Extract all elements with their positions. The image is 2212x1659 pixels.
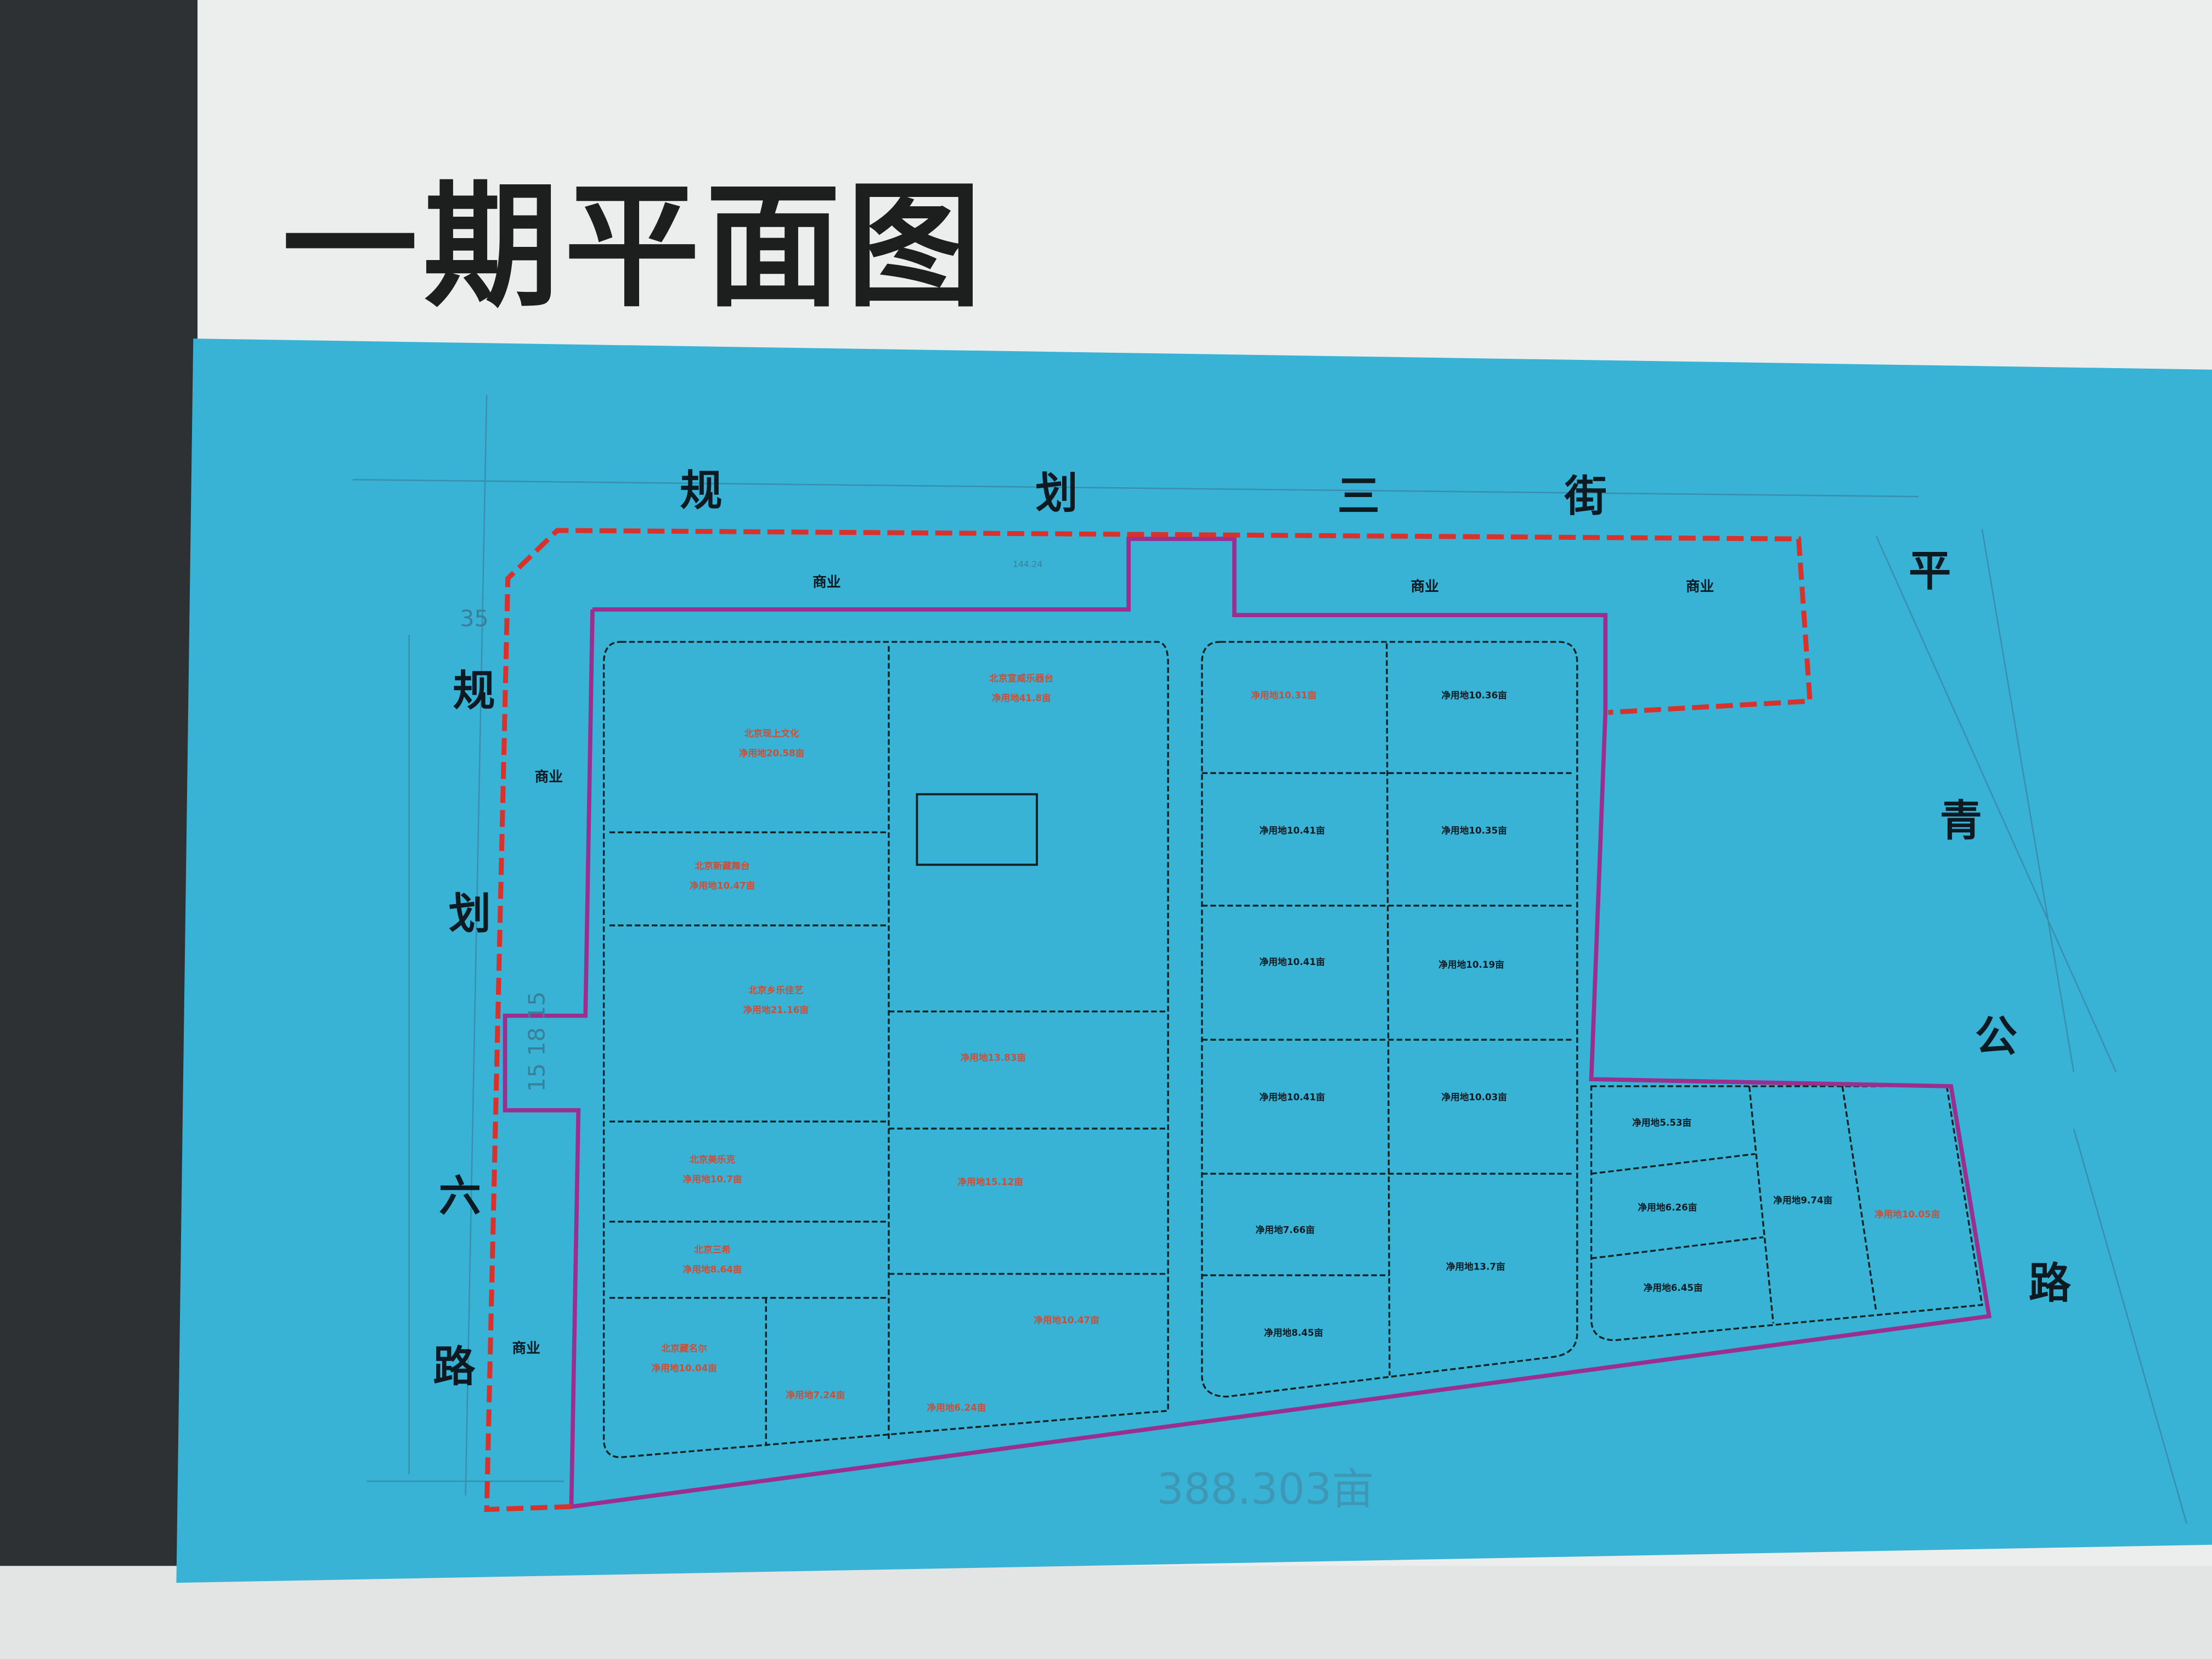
road-east-char: 平 [1909, 546, 1951, 596]
commercial-label: 商业 [512, 1340, 540, 1357]
road-north-char: 规 [680, 466, 722, 516]
road-west-char: 六 [439, 1171, 481, 1221]
plot-company: 北京美乐克 [690, 1154, 736, 1165]
commercial-label: 商业 [812, 574, 840, 591]
plot-area: 净用地5.53亩 [1632, 1117, 1691, 1128]
plot-company: 北京现上文化 [744, 727, 799, 738]
plot-area: 净用地6.45亩 [1644, 1282, 1703, 1293]
central-garden [916, 793, 1038, 866]
plot-area: 净用地15.12亩 [957, 1176, 1023, 1187]
commercial-label: 商业 [535, 769, 563, 786]
plot-area: 净用地10.41亩 [1260, 825, 1325, 836]
plot-area: 净用地7.66亩 [1256, 1224, 1315, 1235]
road-west-char: 规 [453, 667, 495, 716]
plot-area: 净用地10.7亩 [683, 1173, 742, 1184]
plot-area: 净用地9.74亩 [1773, 1194, 1832, 1205]
plot-company: 北京藏名尔 [661, 1342, 707, 1353]
plot-area: 净用地10.31亩 [1251, 690, 1317, 701]
plot-area: 净用地6.24亩 [927, 1402, 986, 1413]
dark-strip [0, 0, 198, 1659]
page-title: 一期平面图 [282, 168, 988, 326]
road-east-char: 青 [1940, 796, 1982, 845]
road-guides [352, 394, 2187, 1524]
plot-area: 净用地10.19亩 [1438, 959, 1504, 970]
plot-area: 净用地8.45亩 [1264, 1327, 1323, 1338]
road-labels: 规划三街规划六路平青公路 [433, 466, 2071, 1392]
plot-company: 北京三希 [694, 1244, 731, 1255]
plot-area: 净用地10.47亩 [690, 880, 755, 891]
plot-area: 净用地20.58亩 [739, 747, 805, 758]
total-area: 388.303亩 [1157, 1465, 1374, 1514]
plot-area: 净用地21.16亩 [743, 1004, 809, 1015]
plot-area: 净用地10.41亩 [1260, 1092, 1325, 1103]
dimension-left-mid: 15 18 15 [524, 991, 550, 1092]
commercial-label: 商业 [1410, 578, 1438, 595]
plot-area: 净用地8.64亩 [683, 1263, 742, 1274]
plot-company: 北京新藏舞台 [695, 860, 749, 871]
plot-company: 北京乡乐佳艺 [748, 984, 803, 995]
plot-area: 净用地10.04亩 [651, 1362, 717, 1373]
plot-area: 净用地10.47亩 [1034, 1314, 1099, 1325]
plot-area: 净用地41.8亩 [992, 692, 1051, 703]
plot-area: 净用地13.83亩 [960, 1052, 1026, 1063]
road-east-char: 公 [1975, 1012, 2017, 1062]
road-west-char: 划 [449, 889, 491, 939]
red-line-boundary [484, 528, 1813, 1513]
plot-area: 净用地10.35亩 [1441, 825, 1507, 836]
road-west-char: 路 [433, 1342, 476, 1391]
road-north-char: 三 [1338, 472, 1380, 521]
commercial-labels: 商业商业商业商业商业 [512, 574, 1714, 1357]
dimension-left-top: 35 [460, 606, 488, 632]
road-north-char: 划 [1035, 469, 1077, 518]
plot-area: 净用地6.26亩 [1638, 1201, 1697, 1212]
road-east-char: 路 [2029, 1259, 2072, 1308]
plot-area: 净用地7.24亩 [786, 1389, 845, 1400]
plot-area: 净用地10.41亩 [1260, 956, 1325, 967]
floor-wall [0, 1566, 2212, 1659]
plot-area: 净用地10.05亩 [1875, 1209, 1940, 1220]
parcel-blocks [602, 641, 1983, 1458]
plot-area: 净用地13.7亩 [1446, 1261, 1505, 1272]
plot-area: 净用地10.36亩 [1441, 690, 1507, 701]
plot-labels: 北京现上文化净用地20.58亩北京宣威乐器台净用地41.8亩北京新藏舞台净用地1… [651, 673, 1940, 1413]
site-boundary [503, 537, 1992, 1509]
dimension-top: 144.24 [1013, 560, 1042, 569]
road-north-char: 街 [1564, 472, 1607, 521]
plan-panel [176, 338, 2212, 1583]
commercial-label: 商业 [1686, 578, 1714, 595]
plot-company: 北京宣威乐器台 [989, 673, 1053, 684]
plot-area: 净用地10.03亩 [1441, 1092, 1507, 1103]
